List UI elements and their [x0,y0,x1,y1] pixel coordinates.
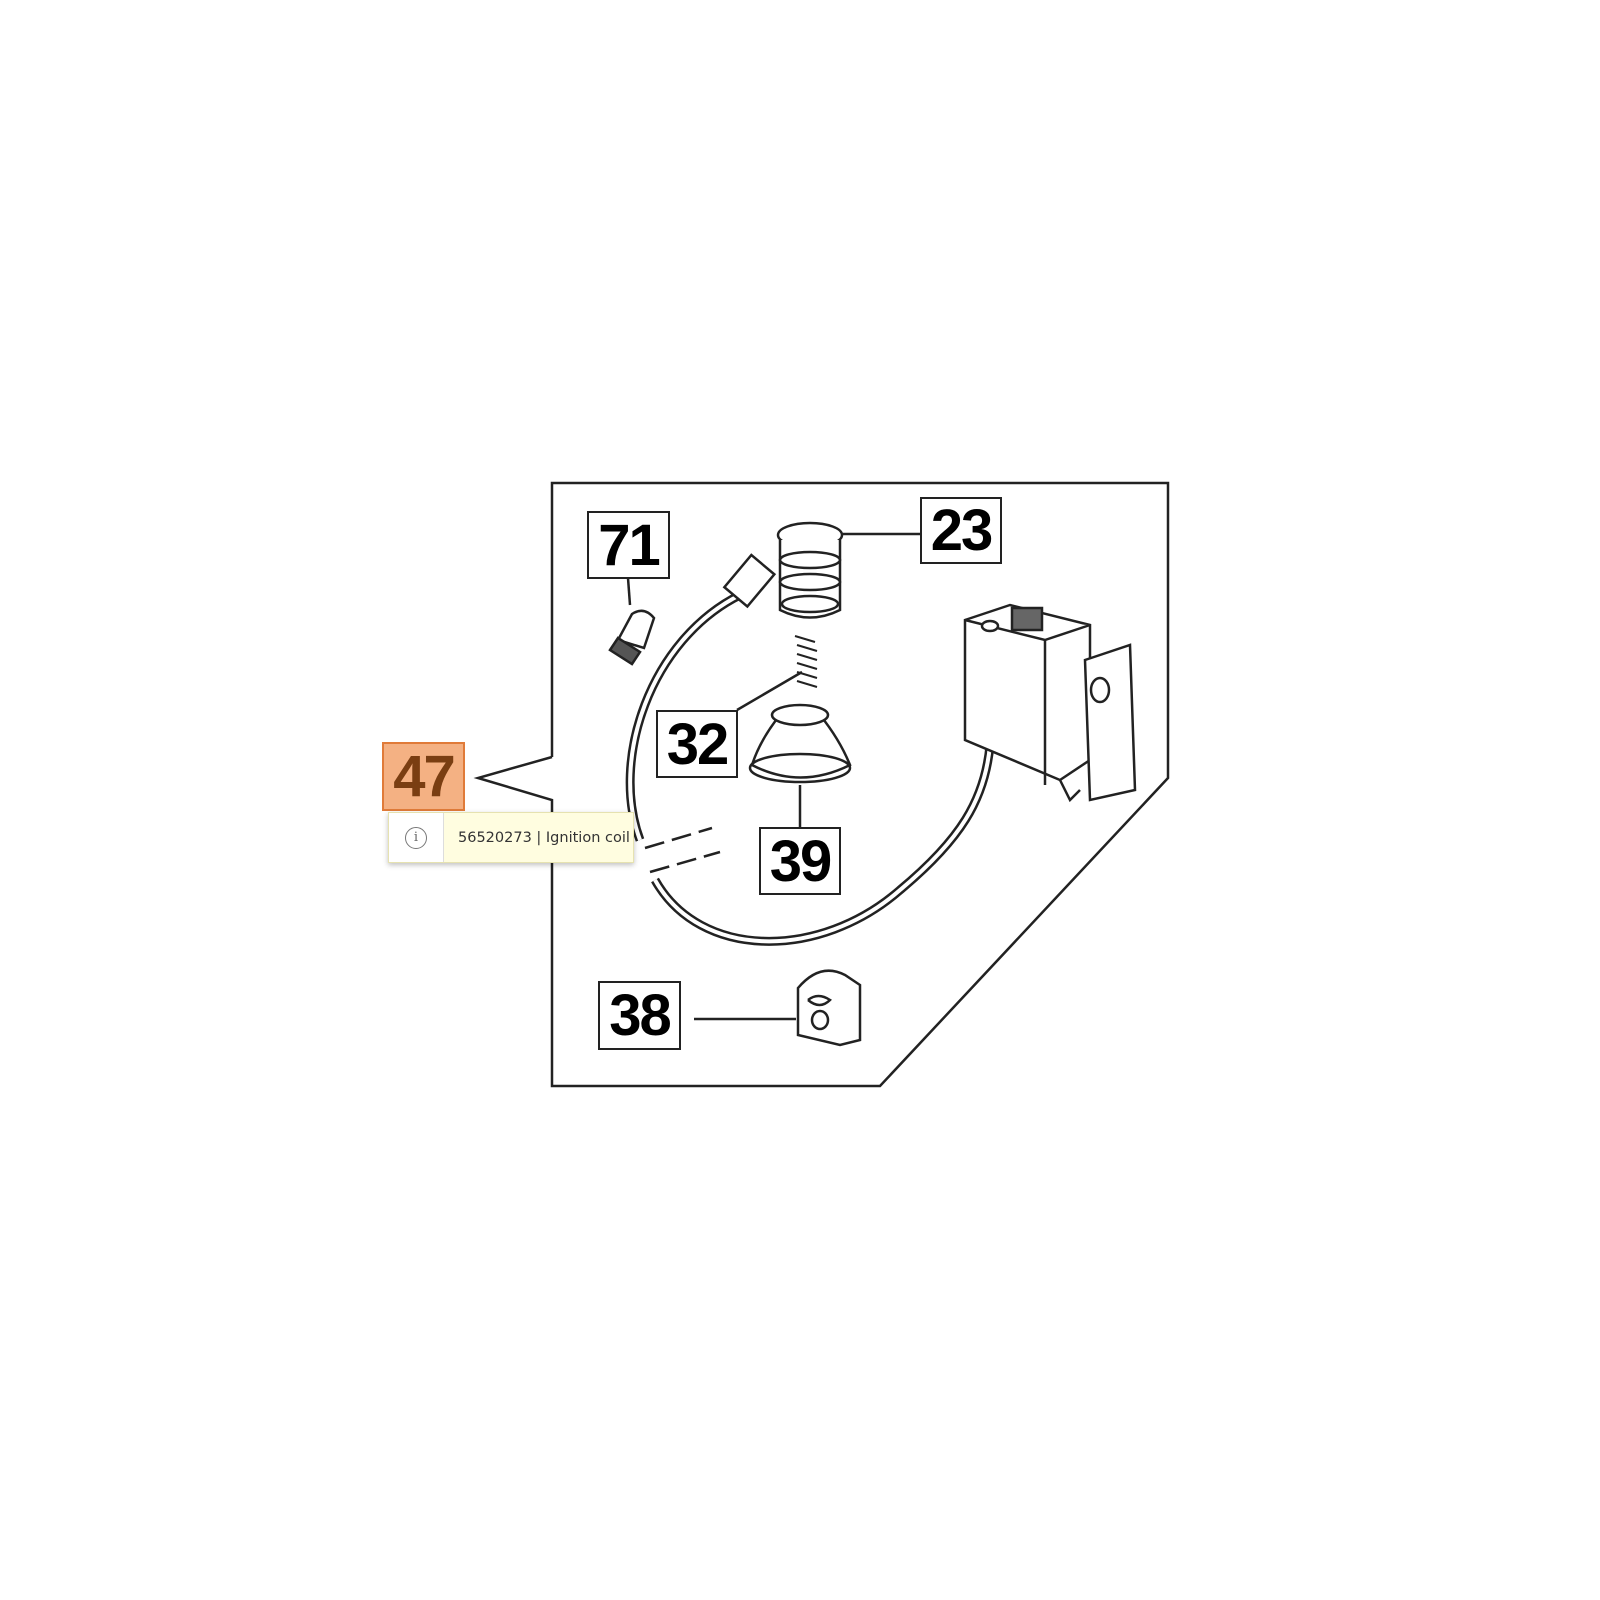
part-39-cap [748,703,852,784]
callout-38[interactable]: 38 [598,981,681,1050]
assembly-frame [473,481,1170,1088]
callout-23[interactable]: 23 [920,497,1002,564]
callout-32[interactable]: 32 [656,710,738,778]
callout-39[interactable]: 39 [759,827,841,895]
part-71-plug [608,609,656,666]
part-38-clip [796,969,862,1047]
tooltip-text: 56520273 | Ignition coil [458,829,630,846]
callout-47-highlighted[interactable]: 47 [382,742,465,811]
part-23-boot [722,521,844,619]
info-icon: i [389,813,444,862]
part-32-spring [794,635,818,688]
part-tooltip: i 56520273 | Ignition coil [388,812,634,863]
callout-71[interactable]: 71 [587,511,670,579]
info-glyph: i [405,826,427,849]
ignition-module [963,603,1137,803]
